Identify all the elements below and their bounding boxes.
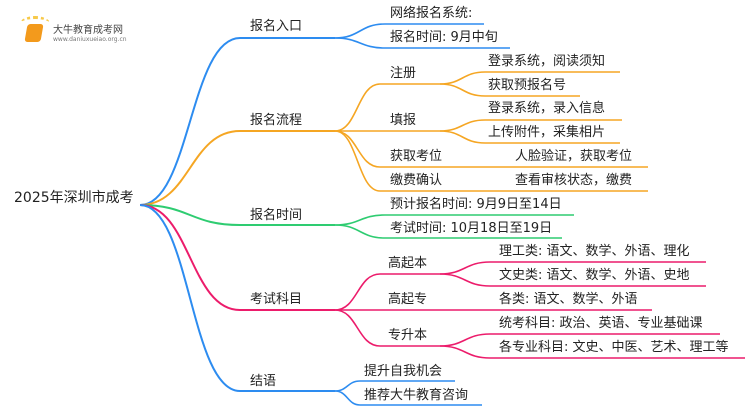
leaf: 各专业科目: 文史、中医、艺术、理工等 <box>499 340 729 355</box>
connector <box>334 273 440 311</box>
leaf: 查看审核状态，缴费 <box>515 173 633 188</box>
branch-entry: 报名入口 <box>250 19 303 34</box>
connector <box>334 390 482 406</box>
node-gqz: 高起专 <box>388 292 428 307</box>
branch-subjects: 考试科目 <box>250 292 303 307</box>
connector <box>334 83 440 132</box>
connector <box>439 83 580 97</box>
connector <box>334 23 484 39</box>
connector <box>334 37 510 49</box>
leaf: 登录系统，录入信息 <box>488 101 606 116</box>
connector <box>139 204 335 311</box>
leaf: 推荐大牛教育咨询 <box>364 388 469 403</box>
leaf: 提升自我机会 <box>364 364 443 379</box>
connector <box>439 130 620 144</box>
leaf: 文史类: 语文、数学、外语、史地 <box>499 268 690 283</box>
root-node: 2025年深圳市成考 <box>14 190 134 206</box>
node-pay: 缴费确认 <box>390 173 443 188</box>
logo-dots-icon <box>20 16 50 31</box>
leaf: 网络报名系统: <box>390 6 473 21</box>
node-gqb: 高起本 <box>388 256 428 271</box>
logo-url: www.daniuxueiao.org.cn <box>53 36 127 43</box>
connector <box>334 224 562 239</box>
leaf: 统考科目: 政治、英语、专业基础课 <box>499 316 703 331</box>
book-icon <box>24 24 44 42</box>
leaf: 上传附件，采集相片 <box>488 125 606 140</box>
connector <box>334 309 440 347</box>
leaf: 登录系统，阅读须知 <box>488 54 606 69</box>
connector <box>139 204 335 392</box>
node-register: 注册 <box>390 66 417 81</box>
leaf: 理工类: 语文、数学、外语、理化 <box>499 244 690 259</box>
connector <box>139 130 335 206</box>
logo: 大牛教育成考网 www.daniuxueiao.org.cn <box>18 14 148 48</box>
connector <box>139 37 335 206</box>
leaf: 获取预报名号 <box>488 78 567 93</box>
leaf: 报名时间: 9月中旬 <box>390 30 498 45</box>
node-zsb: 专升本 <box>388 328 428 343</box>
connector <box>439 273 706 287</box>
node-fill: 填报 <box>390 113 417 128</box>
leaf: 预计报名时间: 9月9日至14日 <box>390 197 562 212</box>
logo-name: 大牛教育成考网 <box>53 25 123 36</box>
branch-end: 结语 <box>250 374 277 389</box>
connector <box>334 130 648 192</box>
leaf: 各类: 语文、数学、外语 <box>499 292 638 307</box>
connector <box>139 204 335 226</box>
connector <box>439 345 745 359</box>
node-seat: 获取考位 <box>390 149 443 164</box>
leaf: 人脸验证，获取考位 <box>515 149 633 164</box>
branch-time: 报名时间 <box>250 208 303 223</box>
branch-process: 报名流程 <box>250 113 303 128</box>
leaf: 考试时间: 10月18日至19日 <box>390 221 553 236</box>
